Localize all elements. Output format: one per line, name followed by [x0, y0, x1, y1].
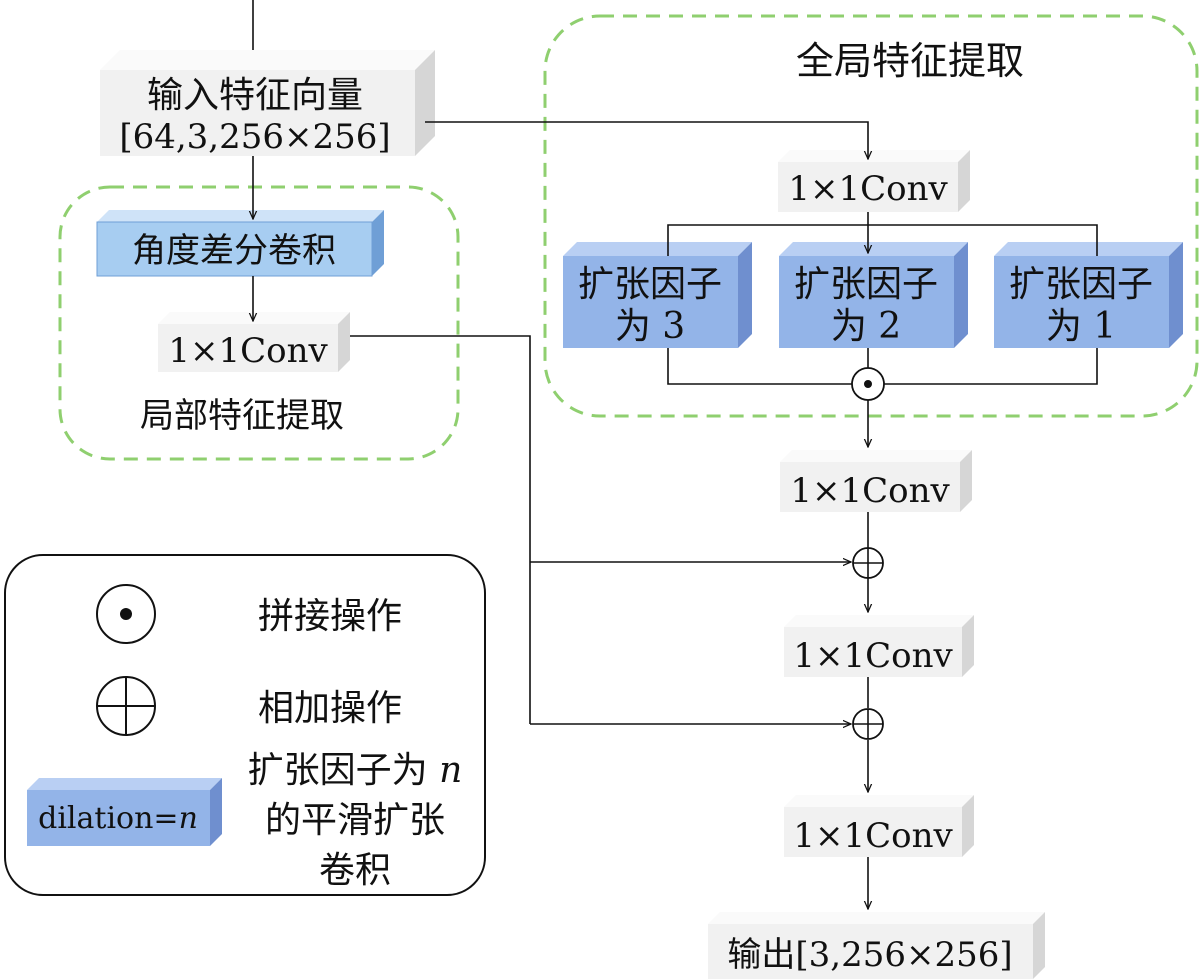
dilation-3-line2: 为 3 — [615, 306, 685, 347]
legend-dilation-desc-line2: 的平滑扩张 — [265, 800, 445, 841]
circle-dot-icon — [851, 367, 885, 401]
global-conv-top-label: 1×1Conv — [788, 169, 948, 209]
legend-concat-label: 拼接操作 — [258, 596, 402, 637]
input-block-title: 输入特征向量 — [147, 75, 363, 116]
dilation-block-2 — [779, 242, 968, 348]
local-conv-block — [158, 312, 350, 372]
legend-dilation-sample-block — [27, 778, 222, 846]
branch-to-dilation-1 — [868, 224, 1098, 256]
output-label: 输出[3,256×256] — [727, 935, 1012, 975]
dilation-block-3 — [563, 242, 752, 348]
output-block — [708, 912, 1045, 979]
local-conv-skip-line — [350, 335, 531, 724]
angle-conv-label: 角度差分卷积 — [132, 231, 336, 271]
dilation-block-1 — [994, 242, 1183, 348]
dilation-3-to-concat — [667, 348, 852, 385]
local-feature-region — [58, 185, 460, 461]
input-block-shape: [64,3,256×256] — [119, 117, 390, 157]
dilation-1-line2: 为 1 — [1046, 306, 1116, 347]
dilation-2-line1: 扩张因子 — [794, 264, 938, 305]
input-block — [100, 50, 435, 156]
connectors — [253, 0, 1098, 909]
legend-add-label: 相加操作 — [258, 688, 402, 729]
conv-after-concat-block — [780, 450, 972, 512]
legend-dilation-desc-line1: 扩张因子为 n — [248, 750, 463, 791]
legend: 拼接操作 相加操作 dilation=n 扩张因子为 n 的平滑扩张 卷积 — [4, 554, 486, 896]
conv-after-concat-label: 1×1Conv — [790, 471, 950, 511]
local-conv-label: 1×1Conv — [168, 331, 328, 371]
dilation-2-line2: 为 2 — [831, 306, 901, 347]
dilation-1-line1: 扩张因子 — [1009, 264, 1153, 305]
legend-dilation-desc-line3: 卷积 — [319, 850, 391, 891]
dilation-1-to-concat — [884, 348, 1098, 385]
branch-to-dilation-3 — [667, 224, 868, 256]
conv-after-add1-label: 1×1Conv — [793, 636, 953, 676]
global-region-title: 全局特征提取 — [796, 39, 1024, 83]
legend-circle-plus-icon — [96, 676, 156, 736]
conv-after-add2-label: 1×1Conv — [793, 816, 953, 856]
dilation-3-line1: 扩张因子 — [578, 264, 722, 305]
circle-plus-icon — [852, 547, 884, 579]
circle-plus-icon — [852, 708, 884, 740]
global-conv-top-block — [778, 150, 970, 212]
legend-circle-dot-icon — [96, 584, 156, 644]
legend-dilation-sample-label: dilation=n — [38, 801, 198, 836]
conv-after-add2-block — [784, 795, 974, 857]
global-feature-region — [543, 14, 1199, 418]
angle-diff-conv-block — [96, 210, 384, 277]
conv-after-add1-block — [784, 615, 974, 677]
input-to-global-conv-arrow — [425, 121, 868, 159]
local-region-title: 局部特征提取 — [140, 396, 344, 436]
